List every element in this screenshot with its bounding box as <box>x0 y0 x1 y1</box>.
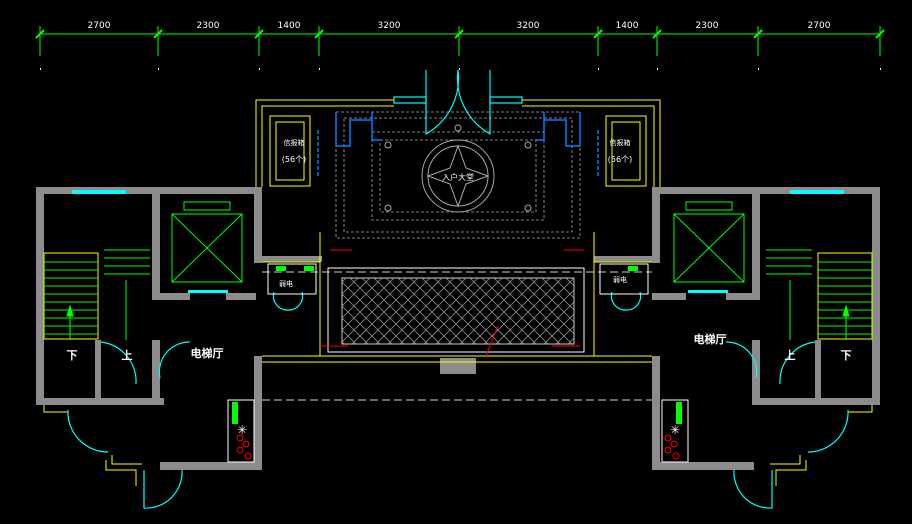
red-annotations <box>322 249 584 357</box>
dimension-label: 3200 <box>517 21 540 31</box>
stairs-right <box>766 249 872 340</box>
equipment-fixtures <box>276 266 638 271</box>
lobby-floor <box>262 267 652 401</box>
equipment-rooms <box>267 263 649 295</box>
walls <box>36 187 880 470</box>
elevators <box>171 201 745 283</box>
mailbox-count-left: (56个) <box>282 155 306 164</box>
room-label-left: 弱电 <box>279 279 293 288</box>
lobby-label: 入户大堂 <box>442 172 474 182</box>
stair-down-label-right: 下 <box>841 349 852 362</box>
mailbox-label-left: 信报箱 <box>284 138 305 147</box>
room-label-right: 弱电 <box>613 275 627 284</box>
yellow-outlines <box>43 99 873 486</box>
elevator-hall-label-right: 电梯厅 <box>694 332 727 346</box>
entrance-doors <box>393 69 523 136</box>
dimension-label: 2300 <box>696 21 719 31</box>
dimension-label: 3200 <box>378 21 401 31</box>
elevator-doors <box>72 190 844 293</box>
dimension-label: 1400 <box>278 21 301 31</box>
svg-text:✳: ✳ <box>670 423 680 437</box>
stair-up-label-left: 上 <box>122 348 133 362</box>
svg-text:✳: ✳ <box>237 423 247 437</box>
mailbox-furniture <box>317 112 599 176</box>
dimension-chain: 2700 2300 1400 3200 3200 1400 2300 2700 <box>35 21 885 70</box>
elevator-hall-label-left: 电梯厅 <box>191 346 224 360</box>
dimension-label: 2700 <box>88 21 111 31</box>
mailbox-count-right: (56个) <box>608 155 632 164</box>
stair-down-label-left: 下 <box>67 349 78 362</box>
swing-doors <box>67 291 849 509</box>
dimension-label: 2700 <box>808 21 831 31</box>
dimension-label: 1400 <box>616 21 639 31</box>
stairs-left <box>44 249 150 340</box>
mailbox-label-right: 信报箱 <box>610 138 631 147</box>
dimension-label: 2300 <box>197 21 220 31</box>
service-shafts: ✳ ✳ <box>227 399 689 463</box>
lobby-medallion <box>384 124 532 213</box>
stair-up-label-right: 上 <box>785 348 796 362</box>
